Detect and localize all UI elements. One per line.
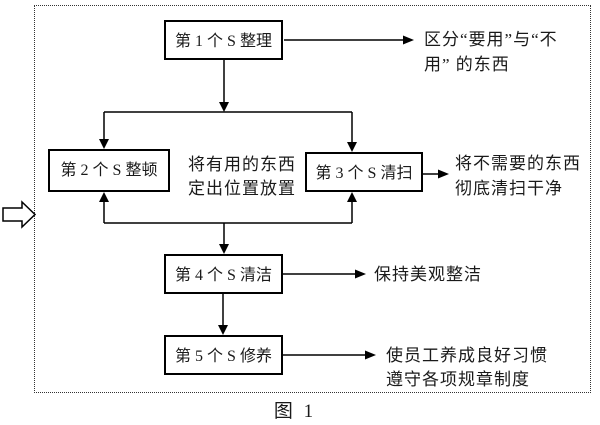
note-s1-line2: 用” 的东西 <box>424 55 510 74</box>
note-s2-line1: 将有用的东西 <box>188 155 296 174</box>
flow-box-s2: 第 2 个 S 整顿 <box>48 149 170 192</box>
arrowhead <box>438 169 449 179</box>
flow-box-s4: 第 4 个 S 清洁 <box>164 254 283 294</box>
flow-box-s2-label: 第 2 个 S 整顿 <box>60 162 158 179</box>
arrowhead <box>365 350 376 360</box>
flow-box-s1: 第 1 个 S 整理 <box>164 20 283 60</box>
arrowhead <box>347 192 357 202</box>
arrowhead <box>219 102 229 112</box>
note-s3-line2: 彻底清扫干净 <box>455 179 563 198</box>
note-s4: 保持美观整洁 <box>374 265 482 285</box>
flow-box-s3-label: 第 3 个 S 清扫 <box>315 165 413 182</box>
dotted-frame <box>34 5 591 393</box>
arrowhead <box>403 35 414 45</box>
entry-block-arrow-icon <box>2 200 37 229</box>
note-s3-line1: 将不需要的东西 <box>455 154 581 173</box>
flow-box-s5-label: 第 5 个 S 修养 <box>175 348 272 365</box>
flow-box-s4-label: 第 4 个 S 清洁 <box>175 267 272 284</box>
note-s2-line2: 定出位置放置 <box>188 179 296 198</box>
arrowhead <box>355 269 366 279</box>
flow-box-s1-label: 第 1 个 S 整理 <box>175 33 272 50</box>
arrowhead <box>218 325 228 335</box>
note-s1: 区分“要用”与“不 用” 的东西 <box>424 27 558 77</box>
note-s3: 将不需要的东西 彻底清扫干净 <box>455 151 581 201</box>
flow-box-s3: 第 3 个 S 清扫 <box>305 152 423 192</box>
figure-caption: 图 1 <box>273 401 317 422</box>
flow-box-s5: 第 5 个 S 修养 <box>164 335 283 375</box>
arrowhead <box>219 244 229 254</box>
note-s1-line1: 区分“要用”与“不 <box>424 30 558 49</box>
note-s2: 将有用的东西 定出位置放置 <box>188 153 296 201</box>
note-s5-line2: 遵守各项规章制度 <box>386 370 530 389</box>
note-s5-line1: 使员工养成良好习惯 <box>386 346 548 365</box>
arrowhead <box>99 139 109 149</box>
arrowhead <box>347 142 357 152</box>
note-s5: 使员工养成良好习惯 遵守各项规章制度 <box>386 344 548 392</box>
arrowhead <box>99 192 109 202</box>
note-s4-line1: 保持美观整洁 <box>374 265 482 284</box>
